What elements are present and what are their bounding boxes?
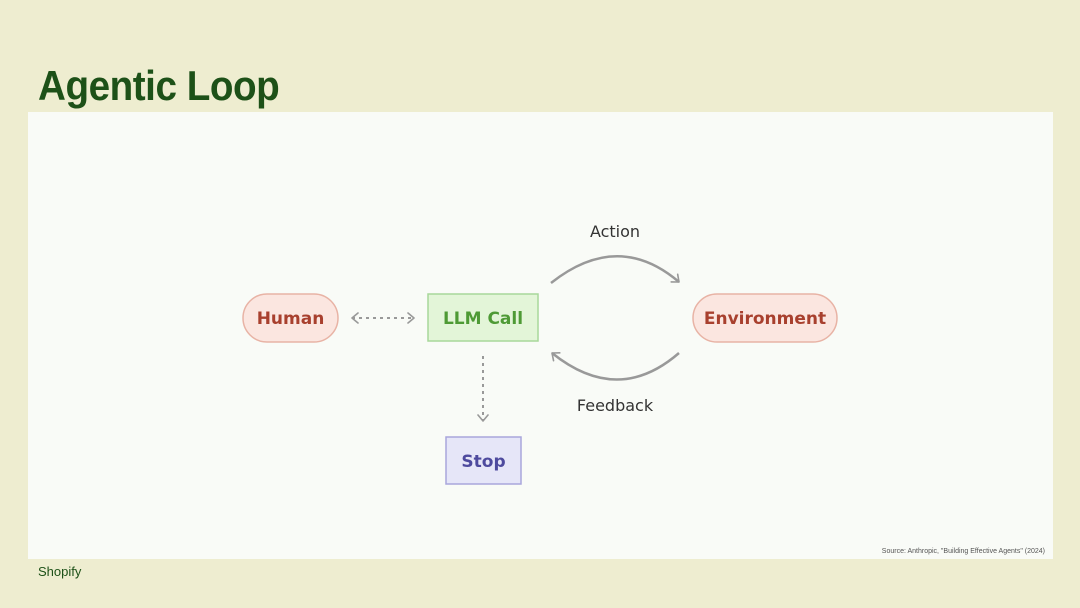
brand-footer: Shopify	[38, 564, 82, 579]
environment-label: Environment	[704, 309, 826, 329]
agentic-loop-diagram: Human LLM Call Action Environment Feedba…	[242, 222, 838, 485]
source-citation: Source: Anthropic, "Building Effective A…	[881, 548, 1045, 555]
environment-node: Environment	[692, 293, 838, 343]
action-label: Action	[590, 222, 640, 241]
human-label: Human	[257, 309, 325, 329]
stop-node: Stop	[445, 436, 522, 485]
slide-title: Agentic Loop	[38, 62, 280, 109]
human-node: Human	[242, 293, 339, 343]
llm-call-label: LLM Call	[443, 309, 523, 329]
feedback-arrow	[551, 352, 680, 381]
llm-call-node: LLM Call	[427, 293, 539, 342]
diagram-panel: Human LLM Call Action Environment Feedba…	[28, 112, 1053, 559]
feedback-label: Feedback	[577, 396, 654, 415]
action-arrow	[550, 255, 680, 284]
stop-label: Stop	[461, 452, 505, 472]
